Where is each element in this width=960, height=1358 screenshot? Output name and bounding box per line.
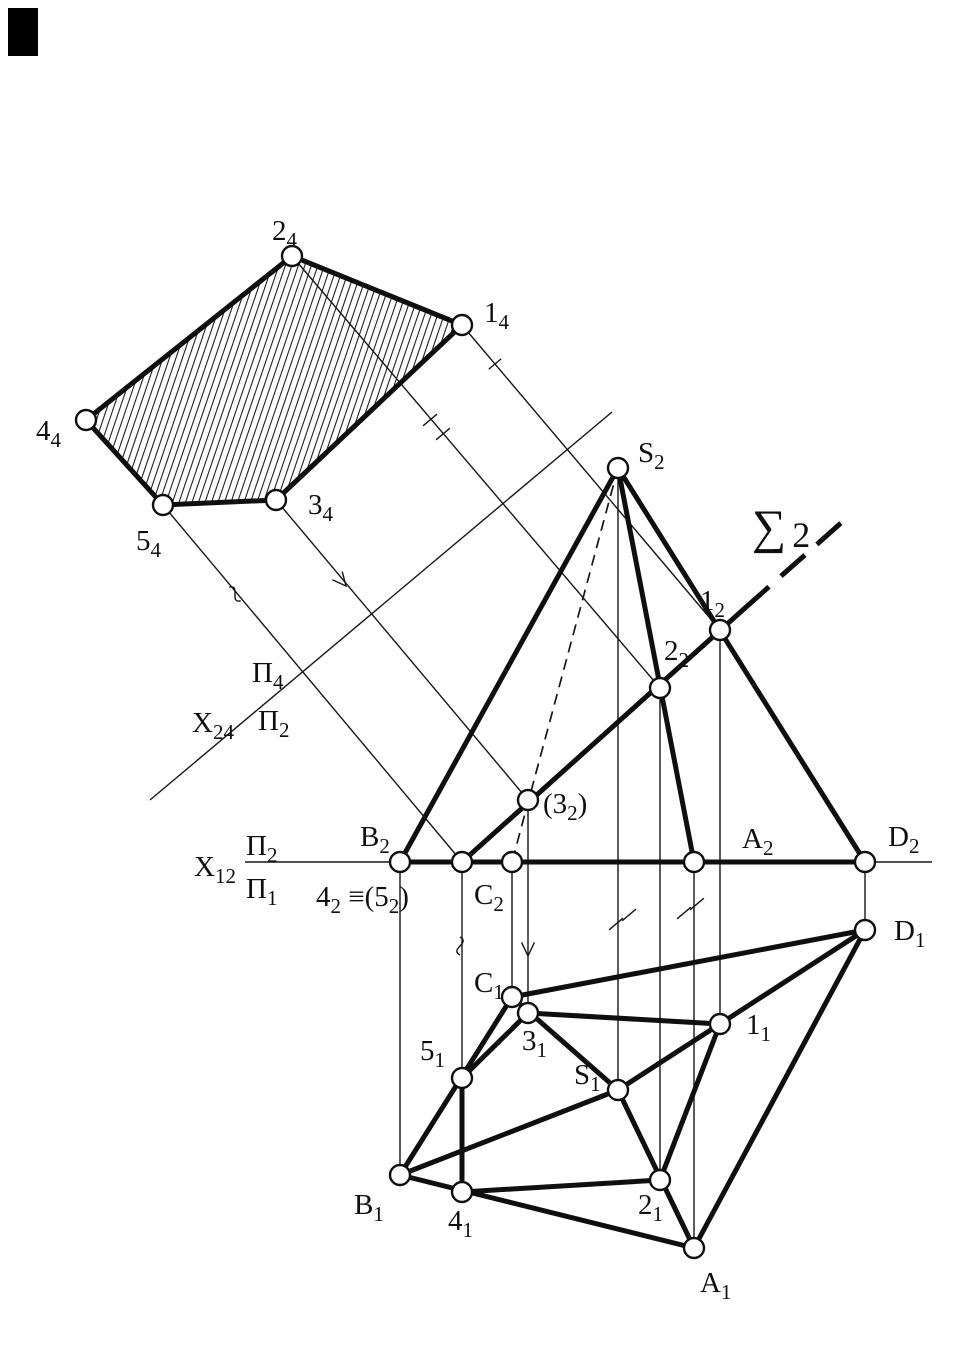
point-A-2 xyxy=(682,850,706,874)
ray-1 xyxy=(461,324,721,631)
label-X-24: X24 xyxy=(192,707,234,744)
label-5-1: 51 xyxy=(420,1035,445,1072)
direction-arrow xyxy=(332,571,348,588)
tick-mark xyxy=(488,358,502,370)
tick-mark xyxy=(689,897,705,911)
section-hatching xyxy=(86,256,462,505)
label-X-12: X12 xyxy=(194,851,236,888)
label-D-2: D2 xyxy=(888,821,919,858)
section-5-3-top xyxy=(459,1010,531,1081)
label-C-2: C2 xyxy=(474,879,504,916)
ray-3 xyxy=(275,499,529,801)
point-2-4 xyxy=(280,244,304,268)
point-S-2 xyxy=(606,456,630,480)
point-3-2 xyxy=(516,788,540,812)
label-1-2: 12 xyxy=(700,585,725,622)
label-2-1: 21 xyxy=(638,1189,663,1226)
label-3-2: (32) xyxy=(543,788,587,825)
edge-S2-B2 xyxy=(397,465,621,865)
tick-mark xyxy=(621,908,637,922)
edge-S1-B1 xyxy=(397,1087,621,1178)
label-2-2: 22 xyxy=(664,635,689,672)
point-2-1 xyxy=(648,1168,672,1192)
tick-mark xyxy=(608,917,624,931)
section-3-1-top xyxy=(525,1010,723,1027)
point-1-4 xyxy=(450,313,474,337)
edge-D1-C1 xyxy=(509,927,868,1000)
edge-A1-D1 xyxy=(691,927,868,1251)
label-2-4: 24 xyxy=(272,215,298,252)
break-mark xyxy=(229,586,241,602)
edge-S1-A1 xyxy=(615,1087,697,1251)
tick-mark xyxy=(676,906,692,920)
label-4-1: 41 xyxy=(448,1205,473,1242)
label-3-4: 34 xyxy=(308,489,334,526)
label-1-1: 11 xyxy=(746,1009,771,1046)
label-B-1: B1 xyxy=(354,1189,384,1226)
label-S-2: S2 xyxy=(638,437,665,474)
label-Pi-2-upper: П2 xyxy=(246,830,277,867)
point-4-4 xyxy=(74,408,98,432)
label-Pi-4: П4 xyxy=(252,657,284,694)
point-2-2 xyxy=(648,676,672,700)
point-A-1 xyxy=(682,1236,706,1260)
point-5-4 xyxy=(151,493,175,517)
sigma-trace-solid xyxy=(459,605,748,865)
point-S-1 xyxy=(606,1078,630,1102)
section-2-4-top xyxy=(459,1177,663,1195)
point-D-2 xyxy=(853,850,877,874)
point-5-1 xyxy=(450,1066,474,1090)
point-B-1 xyxy=(388,1163,412,1187)
point-C-1 xyxy=(500,985,524,1009)
point-3-1 xyxy=(516,1001,540,1025)
label-A-1: A1 xyxy=(700,1267,731,1304)
point-3-4 xyxy=(264,488,288,512)
label-5-4: 54 xyxy=(136,525,162,562)
ray-2 xyxy=(291,255,661,689)
section-1-2-top xyxy=(657,1021,723,1183)
label-4-4: 44 xyxy=(36,415,62,452)
label-3-1: 31 xyxy=(522,1025,547,1062)
break-mark xyxy=(456,936,464,956)
point-1-1 xyxy=(708,1012,732,1036)
axis-x24 xyxy=(149,411,613,801)
point-C-2 xyxy=(500,850,524,874)
label-1-4: 14 xyxy=(484,297,510,334)
label-Pi-1-lower: П1 xyxy=(246,873,277,910)
label-D-1: D1 xyxy=(894,915,925,952)
point-D-1 xyxy=(853,918,877,942)
label-sigma-2: ∑2 xyxy=(752,501,810,555)
point-1-2 xyxy=(708,618,732,642)
point-B-2 xyxy=(388,850,412,874)
label-C-1: C1 xyxy=(474,967,504,1004)
edge-S1-D1 xyxy=(615,927,868,1093)
label-4-2-5-2: 42 ≡(52) xyxy=(316,881,409,918)
edge-B1-A1 xyxy=(397,1172,697,1251)
scan-artifact xyxy=(8,8,38,56)
tick-mark xyxy=(435,427,451,441)
label-B-2: B2 xyxy=(360,821,390,858)
section-pentagon-outline xyxy=(82,253,467,508)
label-A-2: A2 xyxy=(742,823,773,860)
direction-arrow xyxy=(520,942,536,958)
label-S-1: S1 xyxy=(574,1059,601,1096)
point-4-2-5-2 xyxy=(450,850,474,874)
edge-S2-C2-hidden xyxy=(511,467,619,863)
tick-mark xyxy=(422,413,438,427)
edge-S2-D2 xyxy=(615,465,868,865)
label-Pi-2-aux: П2 xyxy=(258,705,289,742)
sigma-trace-dashed xyxy=(743,513,852,610)
edge-S2-A2 xyxy=(615,465,697,865)
ray-4-5-b xyxy=(162,504,463,863)
point-4-1 xyxy=(450,1180,474,1204)
